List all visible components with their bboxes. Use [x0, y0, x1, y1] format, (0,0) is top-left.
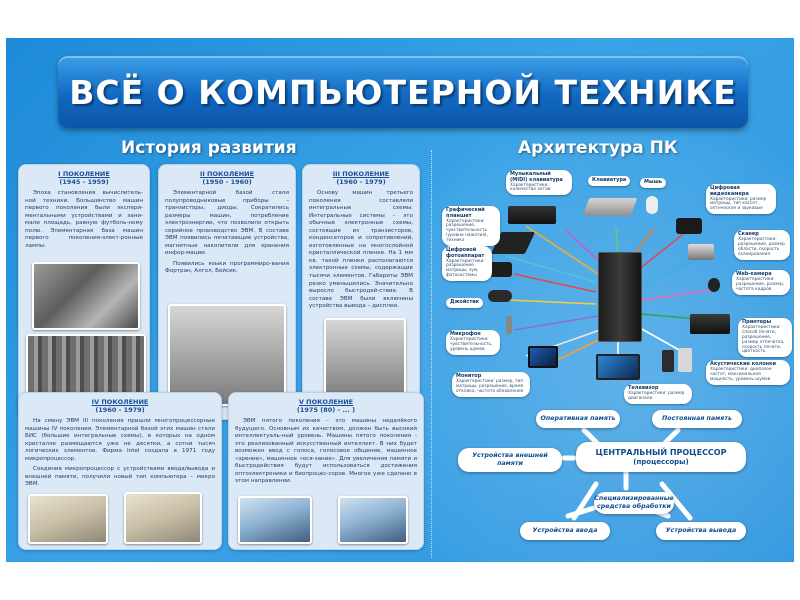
- generation-text: Соединив микропроцессор с устройствами в…: [25, 466, 215, 488]
- generation-name: I ПОКОЛЕНИЕ: [58, 170, 110, 178]
- special-processing-node: Специализированные средства обработки: [594, 492, 674, 514]
- rom-node: Постоянная память: [652, 410, 742, 428]
- third-gen-photo: [324, 318, 406, 402]
- microphone-icon: [506, 316, 512, 334]
- printer-icon: [690, 314, 730, 334]
- page-title: ВСЁ О КОМПЬЮТЕРНОЙ ТЕХНИКЕ: [69, 72, 737, 112]
- system-unit-icon: [598, 252, 642, 342]
- pc-photo: [28, 494, 108, 544]
- right-speaker-icon: [678, 348, 692, 372]
- device-arrows: [505, 223, 713, 521]
- mouse-icon: [646, 196, 658, 214]
- midi-keyboard-icon: [508, 206, 556, 224]
- label-keyboard: Клавиатура: [588, 176, 631, 186]
- tv-icon: [596, 354, 640, 380]
- joystick-icon: [488, 290, 512, 302]
- poster: ВСЁ О КОМПЬЮТЕРНОЙ ТЕХНИКЕ История разви…: [6, 38, 794, 562]
- generation-name: V ПОКОЛЕНИЕ: [298, 398, 354, 406]
- generation-text: Основу машин третьего поколения составля…: [309, 190, 413, 310]
- generation-text: Появились языки программиро-вания Фортра…: [165, 260, 289, 275]
- web-camera-icon: [708, 278, 720, 292]
- generation-years: (1945 - 1959): [59, 178, 109, 186]
- generation-name: II ПОКОЛЕНИЕ: [199, 170, 255, 178]
- history-title: История развития: [121, 138, 297, 158]
- architecture-title: Архитектура ПК: [518, 138, 678, 158]
- cpu-subtitle: (процессоры): [633, 457, 689, 466]
- left-speaker-icon: [662, 350, 674, 372]
- keyboard-icon: [582, 198, 638, 216]
- input-devices-node: Устройства ввода: [520, 522, 610, 540]
- external-memory-node: Устройства внешней памяти: [458, 448, 562, 472]
- title-banner: ВСЁ О КОМПЬЮТЕРНОЙ ТЕХНИКЕ: [58, 56, 748, 128]
- generation-text: Эпоха становления вычислитель-ной техник…: [25, 190, 143, 249]
- generation-name: III ПОКОЛЕНИЕ: [332, 170, 390, 178]
- label-joystick: Джойстик: [446, 298, 484, 308]
- generation-text: Элементарной базой стали полупроводников…: [165, 190, 289, 257]
- photo-camera-icon: [490, 262, 512, 277]
- second-gen-photo: [168, 304, 286, 406]
- first-computer-photo: [26, 334, 146, 400]
- generation-text: На смену ЭВМ III поколения пришли многоп…: [25, 418, 215, 462]
- generation-text: ЭВМ пятого поколения – это машины недалё…: [235, 418, 417, 485]
- cpu-node: ЦЕНТРАЛЬНЫЙ ПРОЦЕССОР (процессоры): [576, 442, 746, 472]
- label-mouse: Мышь: [640, 178, 666, 188]
- generation-name: IV ПОКОЛЕНИЕ: [91, 398, 149, 406]
- generation-years: (1975 (80) - ... ): [296, 406, 356, 414]
- robot-photo: [238, 496, 312, 544]
- section-divider: [431, 150, 432, 558]
- generation-years: (1950 - 1960): [202, 178, 252, 186]
- scanner-icon: [688, 244, 714, 260]
- generation-years: (1960 - 1979): [95, 406, 145, 414]
- ibm-pc-photo: [124, 492, 202, 544]
- video-camera-icon: [676, 218, 702, 234]
- eniac-photo: [32, 262, 140, 330]
- generation-years: (1960 - 1979): [336, 178, 386, 186]
- ram-node: Оперативная память: [536, 410, 620, 428]
- monitor-icon: [528, 346, 558, 368]
- output-devices-node: Устройства вывода: [656, 522, 746, 540]
- tablet-photo: [338, 496, 408, 544]
- cpu-title: ЦЕНТРАЛЬНЫЙ ПРОЦЕССОР: [595, 448, 727, 457]
